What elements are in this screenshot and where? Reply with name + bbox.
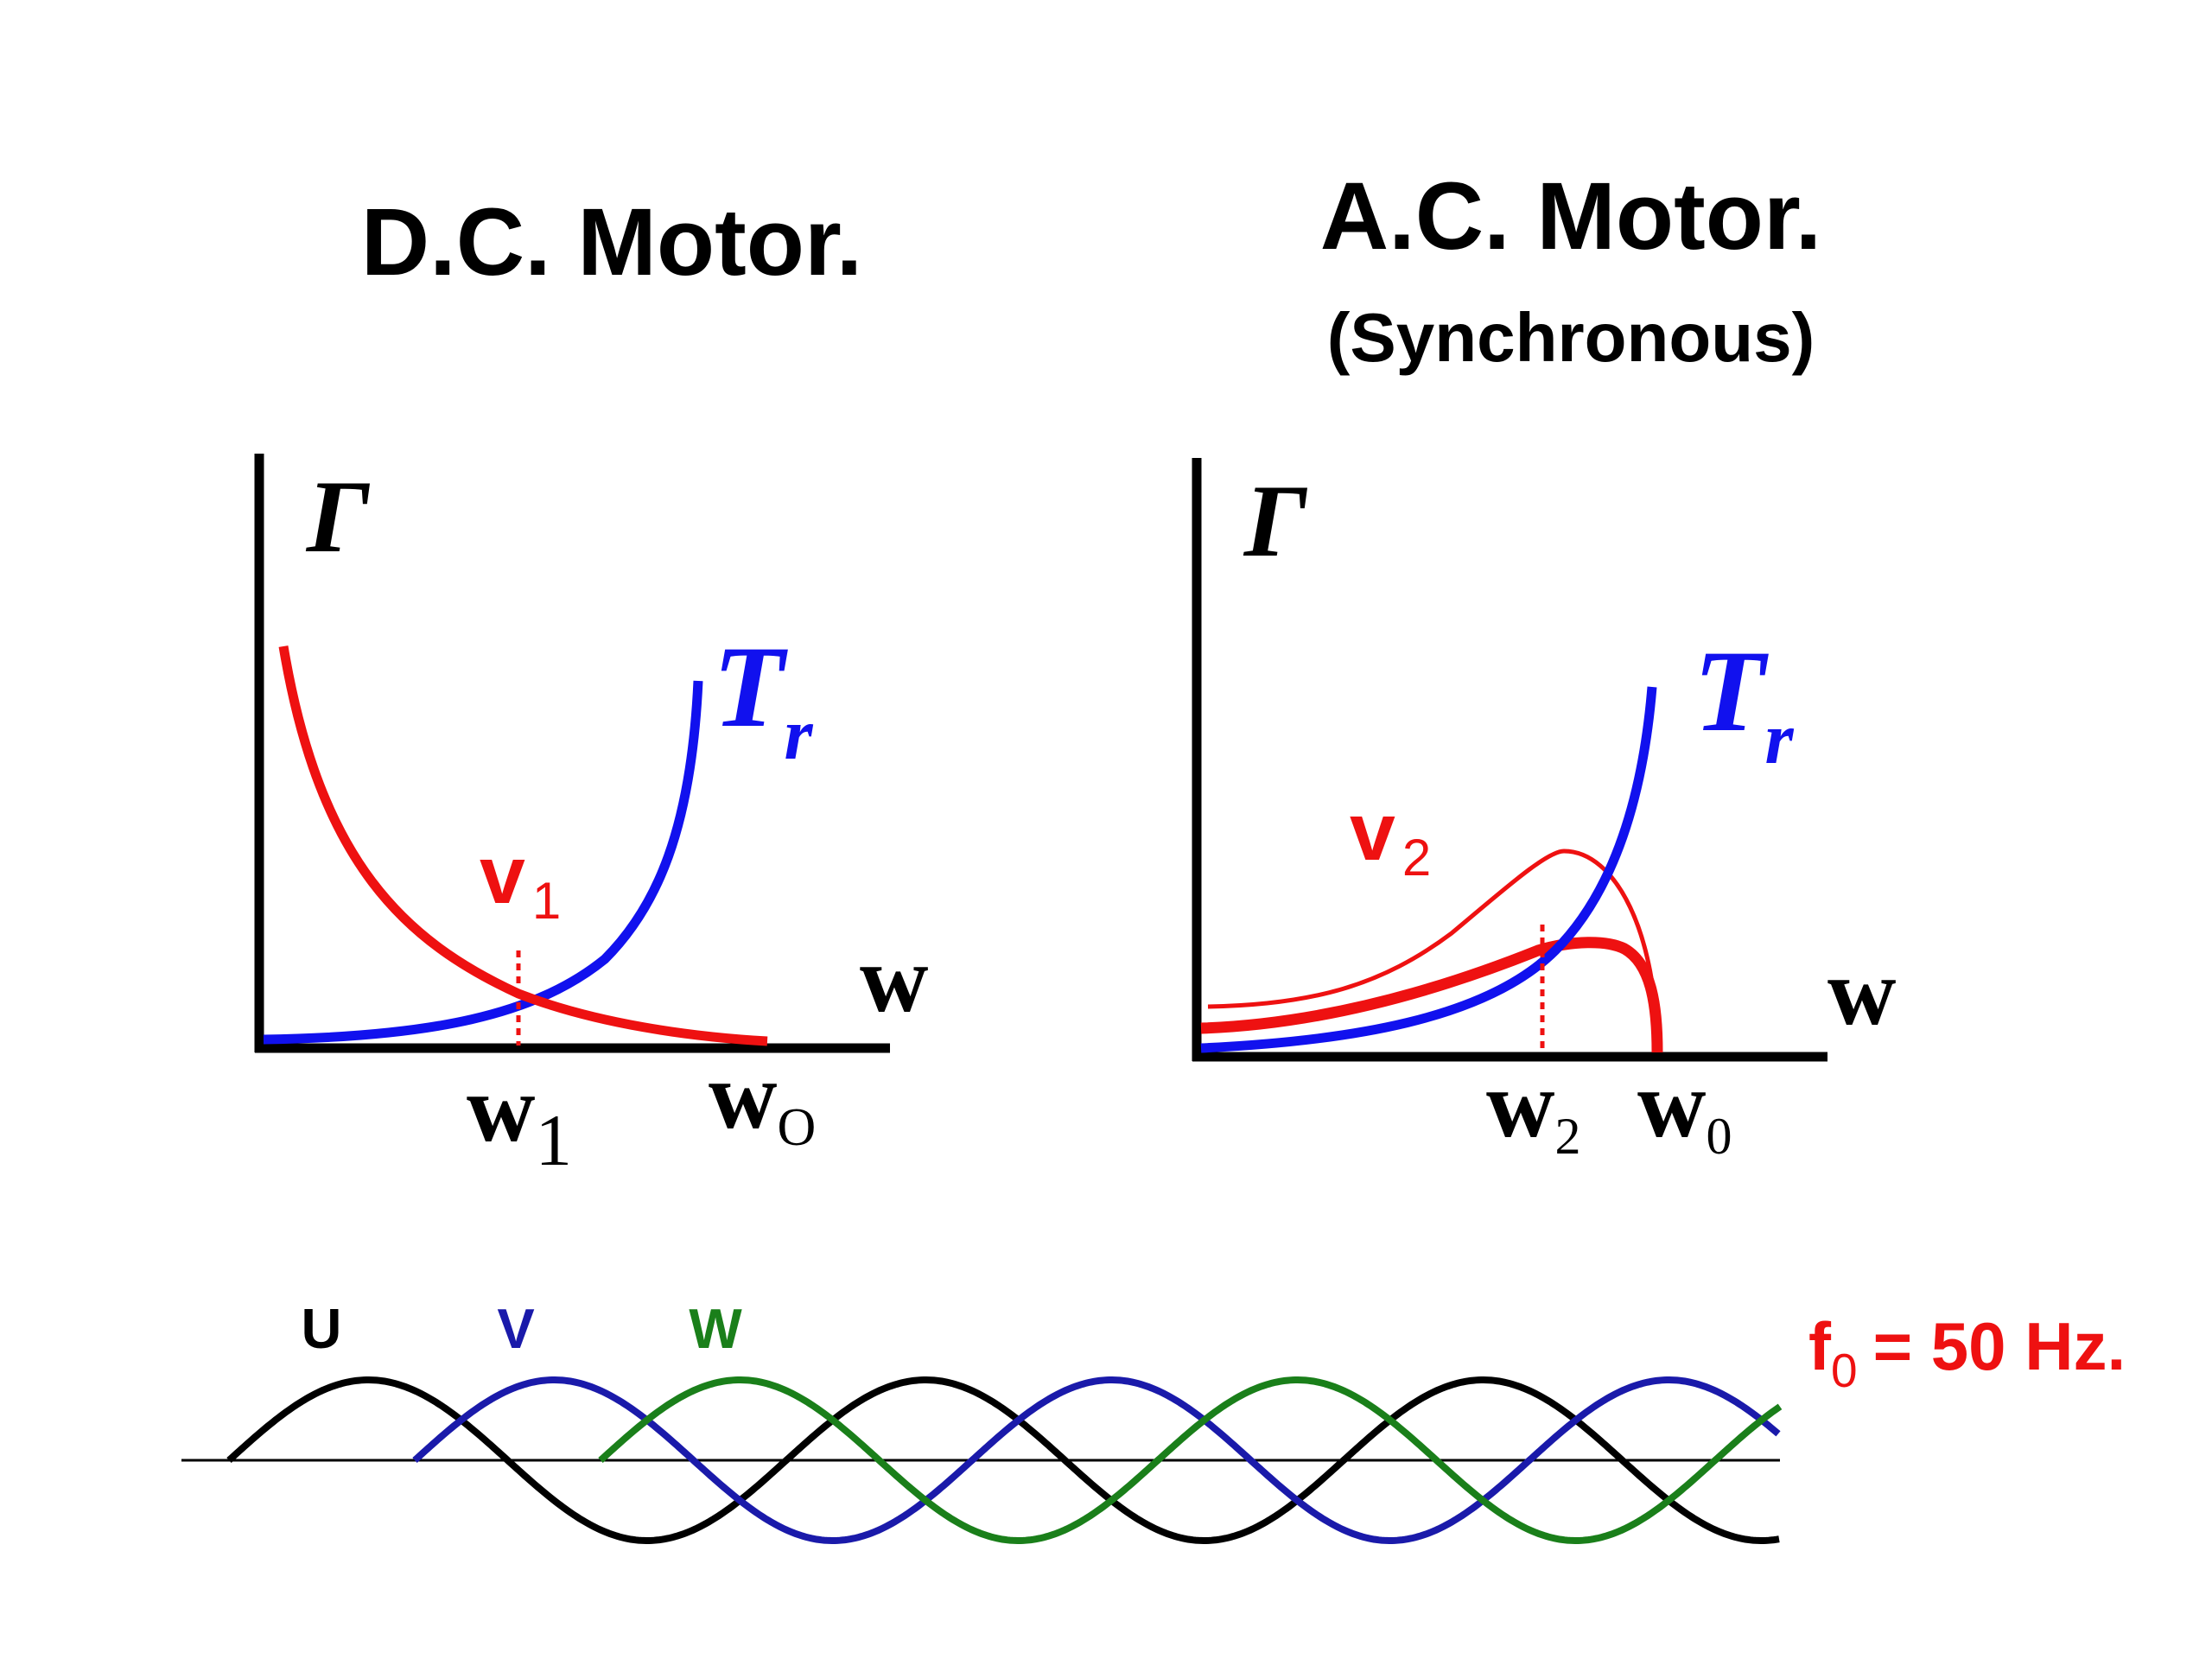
- phase-v-label: V: [497, 1297, 534, 1360]
- ac-operating-speed-label: w2: [1486, 1052, 1580, 1165]
- dc-operating-speed-label: w1: [467, 1056, 572, 1181]
- ac-x-axis-label: w: [1827, 939, 1896, 1045]
- dc-motor-torque-curve: [278, 645, 768, 1046]
- three-phase-waveforms: U V W f0= 50 Hz.: [181, 1297, 2126, 1544]
- dc-noload-speed-label: wO: [709, 1043, 816, 1157]
- dc-load-torque-curve: [263, 680, 703, 1045]
- phase-u-waveform: [226, 1376, 1780, 1544]
- dc-y-axis-label: Γ: [305, 459, 371, 574]
- ac-torque-curve-high: [1207, 849, 1660, 1053]
- phase-u-label: U: [302, 1297, 342, 1360]
- phase-w-label: W: [689, 1297, 742, 1360]
- ac-torque-curve-v2: [1200, 937, 1663, 1053]
- dc-load-torque-label: Tr: [713, 623, 813, 775]
- ac-y-axis-label: Γ: [1243, 463, 1308, 578]
- ac-load-torque-label: Tr: [1694, 627, 1794, 779]
- dc-title: D.C. Motor.: [361, 189, 863, 296]
- dc-x-axis-label: w: [860, 926, 928, 1032]
- frequency-label: f0= 50 Hz.: [1808, 1308, 2126, 1397]
- phase-w-waveform: [598, 1376, 1783, 1544]
- phase-v-waveform: [412, 1376, 1781, 1544]
- ac-title: A.C. Motor.: [1320, 163, 1822, 270]
- ac-subtitle: (Synchronous): [1327, 299, 1815, 376]
- ac-sync-speed-label: w0: [1637, 1052, 1732, 1165]
- ac-load-torque-curve: [1200, 686, 1657, 1053]
